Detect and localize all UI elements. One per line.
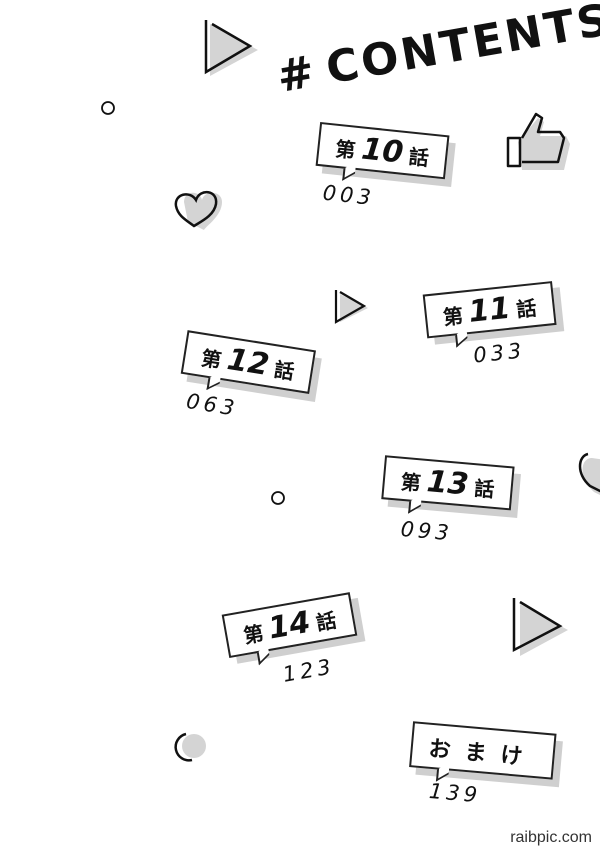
page-number: 003 bbox=[321, 180, 376, 210]
chapter-label: 第 14 話 bbox=[221, 592, 358, 659]
chapter-suffix: 話 bbox=[473, 476, 496, 502]
omake-text: おまけ bbox=[427, 736, 538, 772]
page-number: 033 bbox=[472, 338, 527, 368]
page-number: 123 bbox=[280, 654, 337, 687]
chapter-label: 第 12 話 bbox=[180, 330, 316, 394]
ring-icon bbox=[174, 732, 206, 762]
play-icon-large bbox=[512, 598, 568, 656]
heart-icon bbox=[174, 191, 222, 230]
chapter-prefix: 第 bbox=[441, 303, 465, 330]
page-number: 063 bbox=[184, 389, 240, 421]
entry-omake[interactable]: おまけ 139 bbox=[404, 721, 573, 845]
chapter-number: 10 bbox=[359, 131, 405, 171]
page-number: 139 bbox=[428, 778, 483, 808]
entry-chapter-14[interactable]: 第 14 話 123 bbox=[221, 587, 399, 723]
chapter-suffix: 話 bbox=[407, 144, 430, 171]
watermark: raibpic.com bbox=[510, 829, 592, 846]
title-hash: # bbox=[273, 45, 322, 103]
omake-label: おまけ bbox=[409, 721, 557, 780]
chapter-suffix: 話 bbox=[515, 295, 538, 322]
chapter-label: 第 13 話 bbox=[381, 455, 515, 511]
chapter-number: 14 bbox=[265, 604, 314, 647]
title-text: CONTENTS bbox=[322, 0, 600, 95]
chapter-label: 第 10 話 bbox=[315, 121, 450, 180]
circle-icon-2 bbox=[271, 491, 285, 505]
thumbs-up-icon bbox=[506, 112, 570, 170]
chapter-number: 11 bbox=[466, 290, 513, 330]
entry-chapter-13[interactable]: 第 13 話 093 bbox=[376, 455, 545, 579]
chapter-prefix: 第 bbox=[334, 136, 357, 163]
entry-chapter-12[interactable]: 第 12 話 063 bbox=[170, 330, 345, 464]
entry-chapter-11[interactable]: 第 11 話 033 bbox=[422, 278, 594, 404]
chapter-label: 第 11 話 bbox=[422, 281, 557, 339]
chapter-prefix: 第 bbox=[241, 620, 266, 649]
chapter-suffix: 話 bbox=[272, 357, 296, 385]
play-icon bbox=[204, 20, 258, 76]
entry-chapter-10[interactable]: 第 10 話 003 bbox=[309, 121, 480, 248]
heart-icon-edge bbox=[578, 452, 600, 495]
chapter-suffix: 話 bbox=[314, 608, 339, 636]
contents-title: #CONTENTS bbox=[273, 0, 600, 103]
play-icon-small bbox=[334, 290, 368, 324]
chapter-number: 12 bbox=[224, 341, 272, 384]
chapter-prefix: 第 bbox=[399, 469, 422, 496]
page-number: 093 bbox=[399, 516, 454, 546]
chapter-prefix: 第 bbox=[199, 345, 224, 373]
circle-icon bbox=[101, 101, 115, 115]
chapter-number: 13 bbox=[425, 464, 471, 503]
